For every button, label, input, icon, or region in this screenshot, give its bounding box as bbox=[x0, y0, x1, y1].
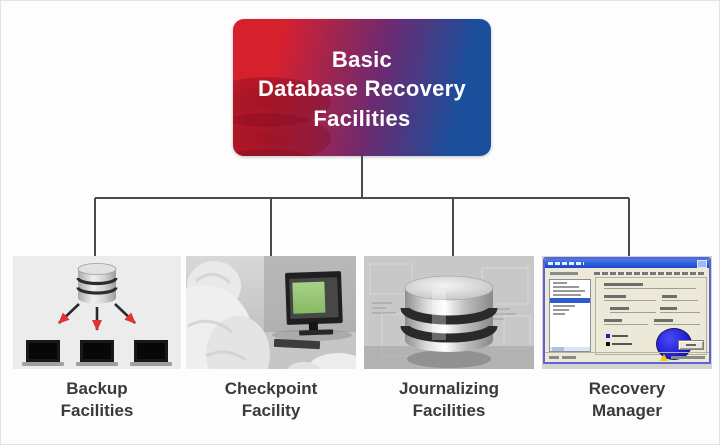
recovery-manager-label: Recovery Manager bbox=[542, 378, 712, 422]
metallic-database-cylinder bbox=[364, 256, 534, 369]
legend-swatch bbox=[606, 342, 610, 346]
details-groupbox bbox=[595, 277, 707, 360]
title-line-1: Basic bbox=[331, 47, 393, 72]
dialog-title-text bbox=[548, 262, 584, 265]
form-field bbox=[660, 307, 700, 313]
label-line: Checkpoint bbox=[224, 379, 318, 398]
form-field bbox=[604, 283, 696, 289]
illegible-label bbox=[550, 272, 578, 275]
legend-swatch bbox=[606, 334, 610, 338]
title-line-2: Database Recovery bbox=[257, 76, 467, 102]
recovery-dialog-window bbox=[543, 257, 711, 364]
label-line: Facility bbox=[241, 400, 301, 420]
red-arrow-icon bbox=[58, 303, 136, 331]
label-line: Manager bbox=[592, 400, 662, 420]
label-line: Recovery bbox=[588, 379, 666, 398]
label-line: Journalizing bbox=[398, 379, 500, 398]
list-item bbox=[553, 286, 579, 288]
pie-legend-item bbox=[606, 342, 632, 346]
cylinder-body bbox=[400, 275, 498, 352]
warning-icon bbox=[660, 354, 668, 361]
diagram-title: Basic Database Recovery Facilities bbox=[233, 45, 491, 133]
background-code-bars bbox=[372, 302, 516, 320]
form-field bbox=[610, 307, 656, 313]
title-box: Basic Database Recovery Facilities bbox=[233, 19, 491, 156]
label-line: Backup bbox=[66, 379, 128, 398]
title-line-3: Facilities bbox=[313, 105, 411, 131]
recovery-manager-image bbox=[542, 256, 712, 369]
list-item bbox=[553, 290, 585, 292]
horizontal-scrollbar bbox=[550, 347, 590, 351]
illegible-text-row bbox=[594, 272, 704, 275]
operator-silhouette bbox=[186, 261, 270, 369]
close-icon bbox=[697, 260, 707, 268]
pie-legend-item bbox=[606, 334, 628, 338]
journalizing-facilities-image bbox=[364, 256, 534, 369]
backup-facilities-image bbox=[13, 256, 181, 369]
dialog-button bbox=[678, 340, 704, 350]
checkpoint-facility-label: Checkpoint Facility bbox=[186, 378, 356, 422]
status-text bbox=[549, 356, 559, 359]
journalizing-facilities-label: Journalizing Facilities bbox=[364, 378, 534, 422]
monitor-green-screen bbox=[285, 271, 343, 336]
backup-facilities-label: Backup Facilities bbox=[13, 378, 181, 422]
form-field bbox=[604, 319, 648, 325]
form-field bbox=[662, 295, 698, 301]
checkpoint-facility-image bbox=[186, 256, 356, 369]
database-cylinder-icon bbox=[76, 263, 118, 304]
status-text bbox=[562, 356, 576, 359]
database-distributing-to-three-laptops bbox=[22, 263, 172, 366]
list-item bbox=[553, 282, 567, 284]
dialog-statusbar bbox=[545, 352, 709, 362]
list-item bbox=[553, 294, 581, 296]
second-operator-silhouette bbox=[287, 362, 321, 369]
dialog-header-row bbox=[550, 272, 704, 275]
form-field bbox=[604, 295, 656, 301]
dialog-titlebar bbox=[545, 259, 709, 268]
database-cylinder-icon bbox=[233, 149, 331, 156]
list-item bbox=[553, 309, 569, 311]
legend-text bbox=[612, 343, 632, 345]
legend-text bbox=[612, 335, 628, 337]
resource-listbox bbox=[549, 279, 591, 352]
laptop-icon bbox=[22, 340, 172, 366]
list-item bbox=[553, 313, 565, 315]
status-text bbox=[671, 356, 705, 359]
label-line: Facilities bbox=[60, 400, 134, 420]
operator-at-monitor-photo bbox=[186, 256, 356, 369]
form-field bbox=[654, 319, 700, 325]
second-operator-silhouette bbox=[308, 353, 356, 369]
keyboard bbox=[273, 338, 321, 350]
list-item bbox=[553, 305, 575, 307]
selected-list-item bbox=[550, 298, 590, 303]
label-line: Facilities bbox=[412, 400, 486, 420]
